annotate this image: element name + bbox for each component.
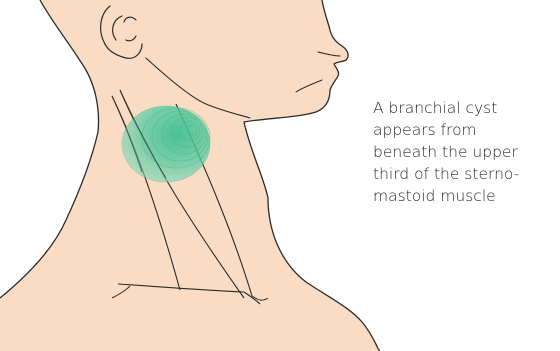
caption-line-5: mastoid muscle	[373, 185, 559, 207]
caption-line-2: appears from	[373, 119, 559, 141]
caption-line-1: A branchial cyst	[373, 97, 559, 119]
caption-line-3: beneath the upper	[373, 141, 559, 163]
caption-line-4: third of the sterno-	[373, 163, 559, 185]
cyst-caption: A branchial cyst appears from beneath th…	[373, 97, 559, 207]
branchial-cyst	[122, 106, 210, 182]
